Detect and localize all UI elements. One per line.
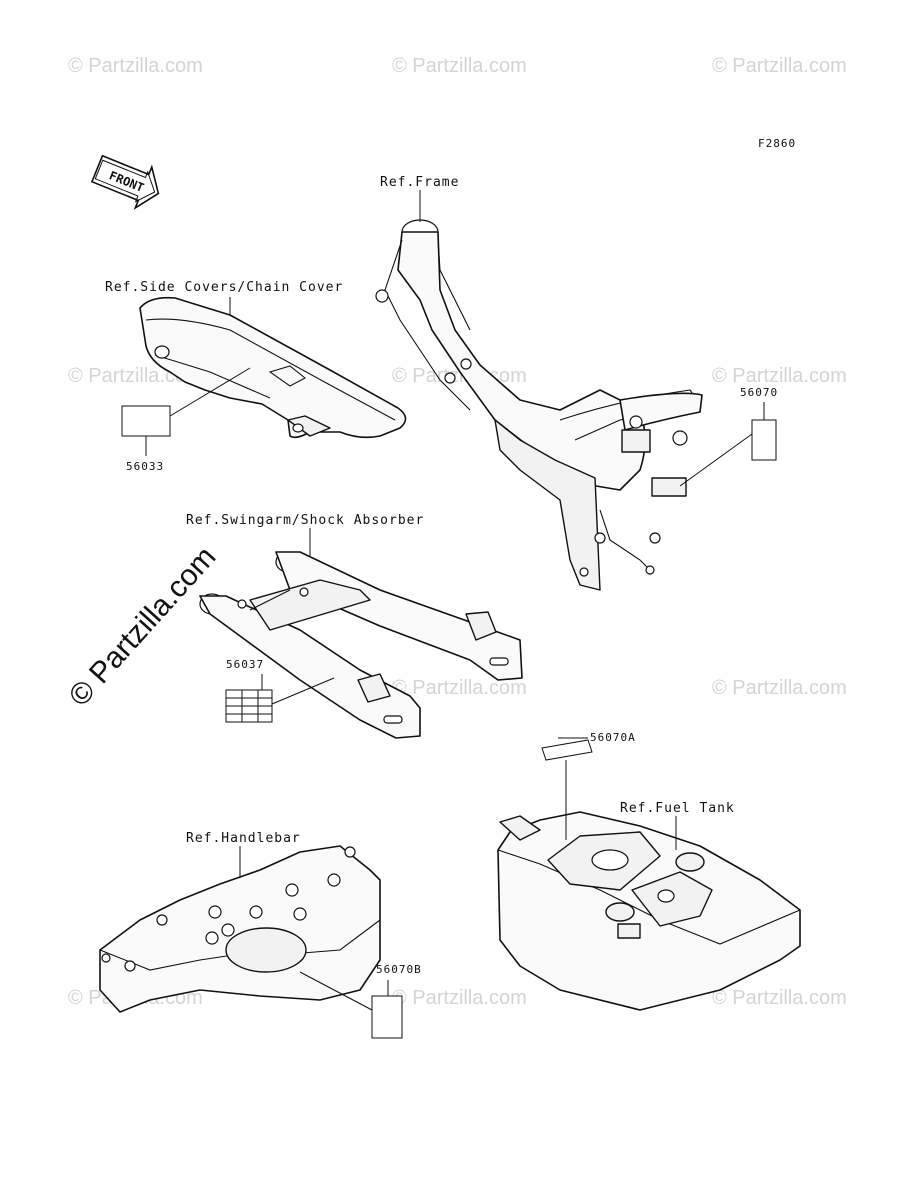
- ref-handlebar-label: Ref.Handlebar: [186, 831, 301, 846]
- watermark: © Partzilla.com: [392, 987, 527, 1009]
- ref-side-covers-label: Ref.Side Covers/Chain Cover: [105, 280, 343, 295]
- decal-56070A: [541, 739, 593, 761]
- front-arrow-icon: FRONT: [90, 154, 160, 210]
- leader-line: [271, 677, 335, 705]
- part-56037: 56037: [226, 658, 264, 671]
- decal-56070B: [371, 995, 403, 1039]
- leader-line: [679, 433, 753, 487]
- part-56033: 56033: [126, 460, 164, 473]
- decal-56070: [751, 419, 777, 461]
- watermark: © Partzilla.com: [63, 540, 223, 712]
- decal-56037: [225, 689, 273, 723]
- watermark: © Partzilla.com: [712, 987, 847, 1009]
- part-56070A: 56070A: [590, 731, 636, 744]
- chain-cover-drawing: [139, 296, 407, 439]
- fuel-tank-drawing: [497, 811, 801, 1011]
- handlebar-cover-drawing: [99, 845, 381, 1013]
- leader-line: [299, 971, 373, 1011]
- figure-code: F2860: [758, 137, 796, 150]
- frame-drawing: [375, 219, 703, 591]
- part-56070: 56070: [740, 386, 778, 399]
- ref-fuel-tank-label: Ref.Fuel Tank: [620, 801, 735, 816]
- watermark: © Partzilla.com: [712, 365, 847, 387]
- swingarm-drawing: [199, 551, 523, 739]
- ref-swingarm-label: Ref.Swingarm/Shock Absorber: [186, 513, 424, 528]
- watermark: © Partzilla.com: [392, 55, 527, 77]
- ref-frame-label: Ref.Frame: [380, 175, 459, 190]
- leader-line: [169, 367, 251, 417]
- decal-56033: [121, 405, 171, 437]
- part-56070B: 56070B: [376, 963, 422, 976]
- watermark: © Partzilla.com: [712, 55, 847, 77]
- watermark: © Partzilla.com: [392, 677, 527, 699]
- watermark: © Partzilla.com: [68, 55, 203, 77]
- watermark: © Partzilla.com: [712, 677, 847, 699]
